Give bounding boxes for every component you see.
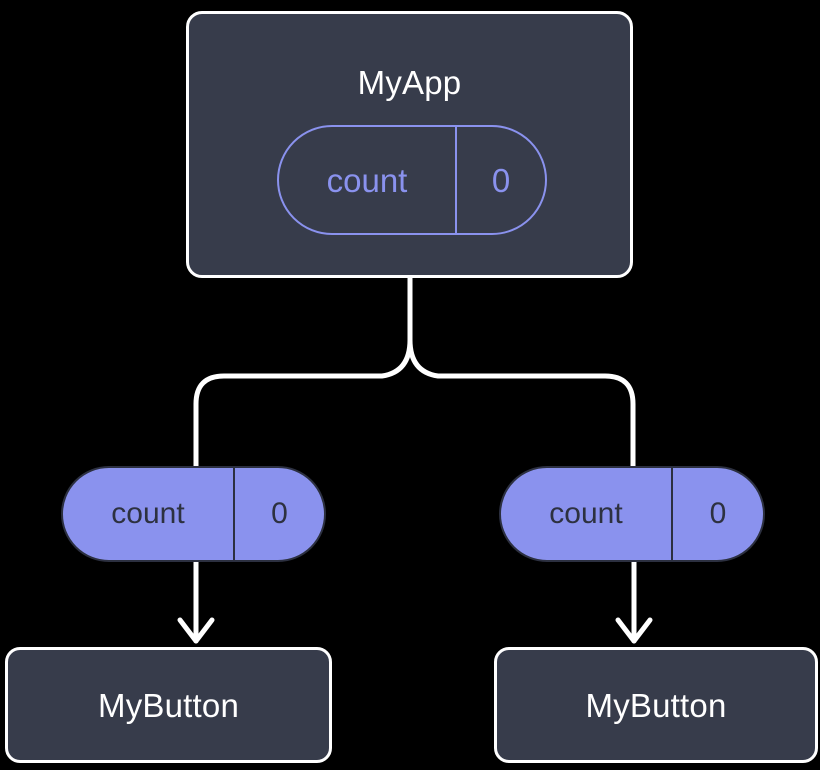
component-title-myapp: MyApp bbox=[357, 64, 462, 101]
prop-pill-value: 0 bbox=[709, 497, 727, 530]
prop-pill-key: count bbox=[63, 468, 235, 560]
arrowhead-right-icon bbox=[615, 617, 653, 644]
prop-pill-value: 0 bbox=[271, 497, 288, 530]
edge-root-to-right-branch bbox=[407, 276, 636, 469]
component-node-mybutton-left[interactable]: MyButton bbox=[5, 647, 332, 763]
state-pill-count-root[interactable]: count 0 bbox=[277, 125, 547, 235]
state-pill-value: 0 bbox=[491, 161, 511, 199]
prop-pill-count-right[interactable]: count 0 bbox=[499, 466, 765, 562]
arrowhead-left-icon bbox=[177, 617, 215, 644]
prop-pill-key: count bbox=[501, 468, 673, 560]
component-title-mybutton: MyButton bbox=[585, 686, 727, 724]
prop-pill-count-left[interactable]: count 0 bbox=[61, 466, 326, 562]
component-node-mybutton-right[interactable]: MyButton bbox=[494, 647, 818, 763]
state-pill-key: count bbox=[279, 127, 457, 233]
component-title-mybutton: MyButton bbox=[98, 686, 239, 724]
edge-root-to-left-branch bbox=[193, 276, 413, 469]
